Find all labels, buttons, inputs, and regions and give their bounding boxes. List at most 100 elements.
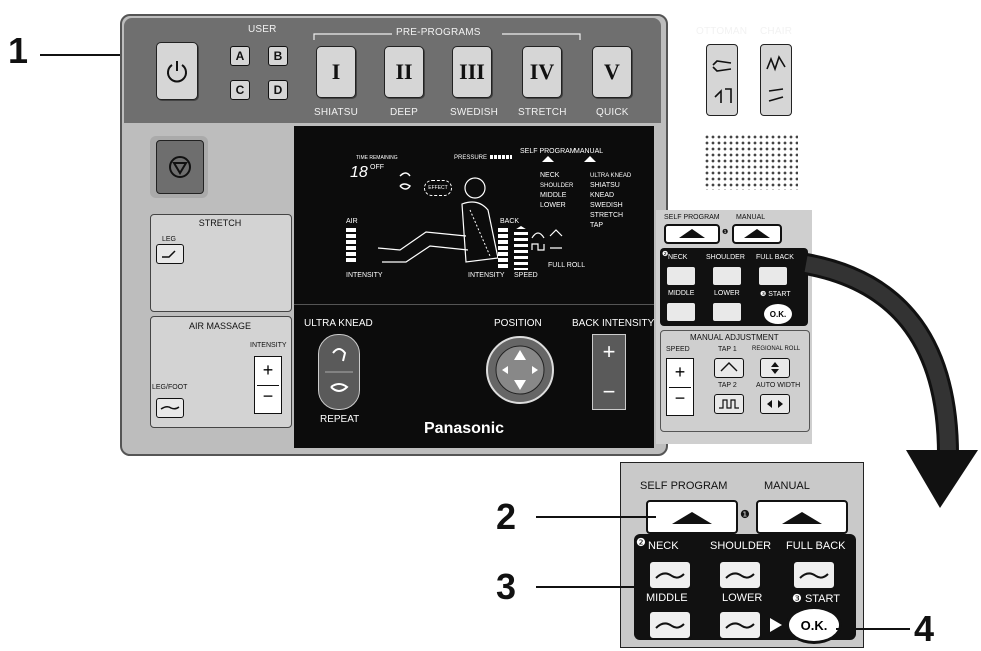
zoom-fullback-icon bbox=[799, 572, 829, 579]
ultra-knead-repeat-button[interactable] bbox=[318, 334, 360, 410]
leg-stretch-button[interactable] bbox=[156, 244, 184, 264]
regional-roll-label: REGIONAL ROLL bbox=[752, 346, 801, 352]
right-neck-label: NECK bbox=[668, 254, 688, 261]
zoom-lower-button[interactable] bbox=[718, 610, 762, 640]
user-d-button[interactable]: D bbox=[268, 80, 288, 100]
tap2-button[interactable] bbox=[714, 394, 744, 414]
program-v-button[interactable]: V bbox=[592, 46, 632, 98]
user-label: USER bbox=[248, 24, 277, 35]
right-middle-label: MIDDLE bbox=[668, 290, 695, 297]
off-label: OFF bbox=[370, 164, 384, 171]
tap2-label: TAP 2 bbox=[718, 382, 737, 389]
auto-width-button[interactable] bbox=[760, 394, 790, 414]
zoom-step3: ❸ bbox=[792, 593, 802, 605]
position-arrows-icon bbox=[495, 345, 545, 395]
speed-minus-icon: − bbox=[674, 388, 686, 408]
wave-tap-icons bbox=[531, 229, 563, 251]
zoom-step3-start: ❸ START bbox=[792, 592, 840, 605]
air-massage-title: AIR MASSAGE bbox=[188, 321, 251, 331]
right-fullback-button[interactable] bbox=[758, 266, 788, 286]
right-step3: ❸ bbox=[760, 291, 767, 298]
display-manual: MANUAL bbox=[574, 148, 604, 155]
auto-width-label: AUTO WIDTH bbox=[756, 382, 801, 389]
display-speed-label: SPEED bbox=[514, 272, 538, 279]
zoom-neck-button[interactable] bbox=[648, 560, 692, 590]
zoom-ok-button[interactable]: O.K. bbox=[786, 606, 842, 644]
brand-logo: Panasonic bbox=[424, 420, 505, 437]
manual-adjustment-box bbox=[660, 330, 810, 432]
power-icon bbox=[167, 61, 187, 83]
right-manual-button[interactable] bbox=[732, 224, 782, 244]
position-pad[interactable] bbox=[486, 336, 554, 404]
right-neck-button[interactable] bbox=[666, 266, 696, 286]
program-iii-button[interactable]: III bbox=[452, 46, 492, 98]
display-area-lower: LOWER bbox=[540, 202, 566, 209]
manual-adjustment-label: MANUAL ADJUSTMENT bbox=[690, 333, 779, 342]
program-ii-button[interactable]: II bbox=[384, 46, 424, 98]
zoom-fullback-button[interactable] bbox=[792, 560, 836, 590]
display-area-middle: MIDDLE bbox=[540, 192, 567, 199]
ottoman-button[interactable] bbox=[706, 44, 738, 116]
right-step1: ❶ bbox=[722, 229, 729, 236]
display-area-shoulder: SHOULDER bbox=[540, 183, 574, 189]
display-intensity2-label: INTENSITY bbox=[468, 272, 505, 279]
air-level-bars bbox=[346, 228, 356, 264]
zoom-start-label: START bbox=[804, 593, 840, 605]
legfoot-label: LEG/FOOT bbox=[152, 384, 188, 391]
right-ok-button[interactable]: O.K. bbox=[762, 302, 794, 326]
right-shoulder-label: SHOULDER bbox=[706, 254, 745, 261]
back-intensity-label: BACK INTENSITY bbox=[572, 318, 655, 329]
callout-2-line bbox=[536, 516, 656, 518]
right-step2: ❷ bbox=[662, 251, 669, 258]
chair-label: CHAIR bbox=[760, 26, 793, 37]
tap2-square-wave-icon bbox=[719, 399, 739, 409]
time-value: 18 bbox=[350, 164, 368, 181]
stop-button[interactable] bbox=[156, 140, 204, 194]
right-shoulder-button[interactable] bbox=[712, 266, 742, 286]
user-b-button[interactable]: B bbox=[268, 46, 288, 66]
air-intensity-control[interactable]: + − bbox=[254, 356, 282, 414]
zoom-middle-button[interactable] bbox=[648, 610, 692, 640]
speed-control[interactable]: + − bbox=[666, 358, 694, 416]
repeat-label: REPEAT bbox=[320, 414, 360, 425]
program-iii-name: SWEDISH bbox=[450, 107, 499, 118]
program-ii-name: DEEP bbox=[390, 107, 419, 118]
zoom-self-program-button[interactable] bbox=[646, 500, 738, 534]
legfoot-button[interactable] bbox=[156, 398, 184, 418]
program-iv-button[interactable]: IV bbox=[522, 46, 562, 98]
user-c-button[interactable]: C bbox=[230, 80, 250, 100]
speed-chevrons bbox=[514, 226, 528, 270]
display-self-program: SELF PROGRAM bbox=[520, 148, 576, 155]
right-self-program-button[interactable] bbox=[664, 224, 720, 244]
regional-roll-button[interactable] bbox=[760, 358, 790, 378]
right-middle-button[interactable] bbox=[666, 302, 696, 322]
display-mode-stretch: STRETCH bbox=[590, 212, 624, 219]
power-button[interactable] bbox=[156, 42, 198, 100]
right-lower-label: LOWER bbox=[714, 290, 740, 297]
callout-3-line bbox=[536, 586, 646, 588]
auto-width-icon bbox=[767, 400, 783, 408]
display-mode-knead: KNEAD bbox=[590, 192, 615, 199]
preprograms-bracket bbox=[313, 33, 581, 40]
effect-badge: EFFECT bbox=[424, 180, 452, 196]
callout-3: 3 bbox=[496, 566, 517, 607]
chair-button[interactable] bbox=[760, 44, 792, 116]
display-intensity-label: INTENSITY bbox=[346, 272, 383, 279]
tap1-button[interactable] bbox=[714, 358, 744, 378]
speed-plus-icon: + bbox=[674, 362, 686, 382]
back-intensity-control[interactable]: + − bbox=[592, 334, 626, 410]
zoom-lower-icon bbox=[725, 622, 755, 629]
callout-1-line bbox=[40, 54, 178, 56]
zoom-shoulder-icon bbox=[725, 572, 755, 579]
ottoman-label: OTTOMAN bbox=[696, 26, 748, 37]
air-minus-icon: − bbox=[262, 386, 274, 406]
right-lower-button[interactable] bbox=[712, 302, 742, 322]
zoom-manual-button[interactable] bbox=[756, 500, 848, 534]
program-i-name: SHIATSU bbox=[314, 107, 358, 118]
zoom-step1: ❶ bbox=[740, 509, 750, 521]
zoom-ok-pointer bbox=[770, 618, 782, 632]
back-minus-icon: − bbox=[602, 379, 616, 404]
program-i-button[interactable]: I bbox=[316, 46, 356, 98]
user-a-button[interactable]: A bbox=[230, 46, 250, 66]
zoom-shoulder-button[interactable] bbox=[718, 560, 762, 590]
